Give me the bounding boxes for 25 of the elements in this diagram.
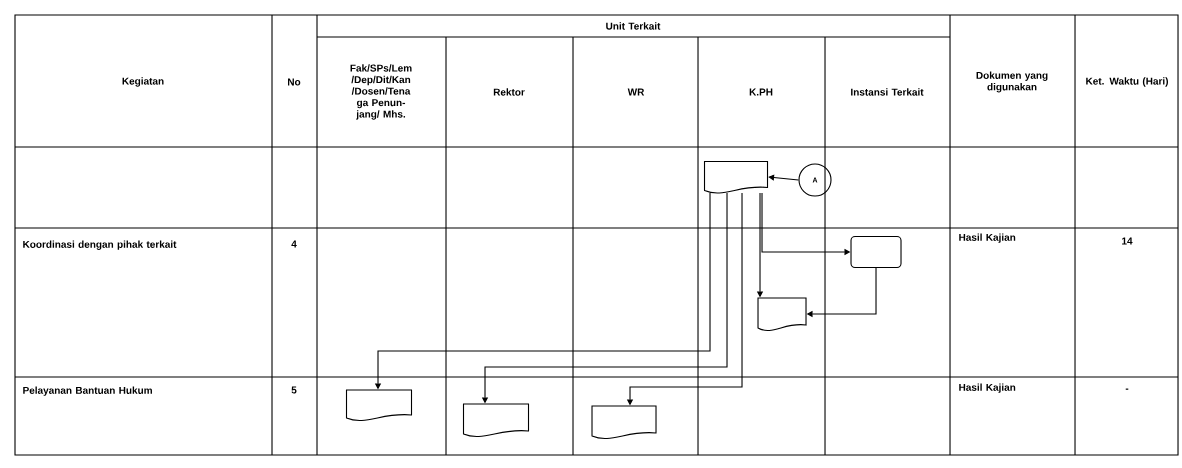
document-shape [462,403,530,438]
table-cell-text: Hasil Kajian [959,233,1016,243]
column-header: Fak/SPs/Lem /Dep/Dit/Kan /Dosen/Tena ga Penun- jang/ Mhs. [350,64,412,120]
column-header: Dokumen yang digunakan [976,71,1048,93]
column-header: No [288,78,301,86]
table-cell-text: Hasil Kajian [959,383,1016,393]
document-shape [591,405,657,440]
column-header: Ket. Waktu (Hari) [1086,77,1168,87]
document-shape [703,160,769,194]
table-cell-text: Koordinasi dengan pihak terkait [23,240,177,250]
arrow [768,174,799,181]
column-header: Rektor [493,88,525,96]
column-header: WR [627,88,645,96]
column-header: Kegiatan [122,77,164,87]
process-box [850,235,902,269]
document-shape [757,297,807,332]
table-cell-text: 4 [291,240,297,248]
column-header: Instansi Terkait [851,88,924,96]
table-cell-text: 5 [291,386,297,394]
document-shape [345,389,413,422]
table-cell-text: - [1125,388,1129,390]
column-header: K.PH [749,88,773,96]
table-cell-text: 14 [1122,237,1133,245]
table-cell-text: Pelayanan Bantuan Hukum [23,386,152,396]
column-header: Unit Terkait [606,22,661,30]
